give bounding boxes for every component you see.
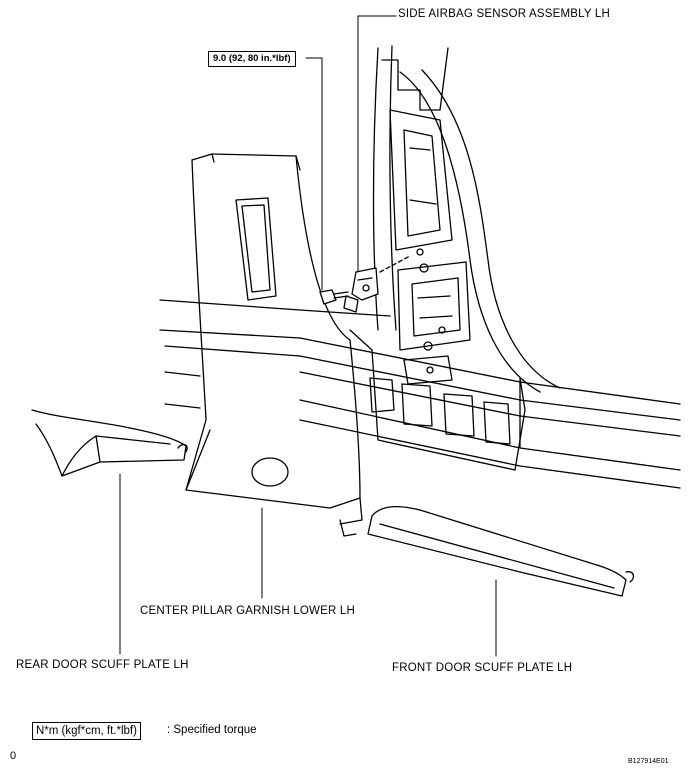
center-pillar-body <box>349 45 561 471</box>
legend-meaning: : Specified torque <box>167 724 257 736</box>
front-door-scuff-plate-label: FRONT DOOR SCUFF PLATE LH <box>392 662 573 674</box>
leader-lines <box>119 15 497 657</box>
side-airbag-sensor-label: SIDE AIRBAG SENSOR ASSEMBLY LH <box>398 8 611 20</box>
body-sill <box>159 299 681 489</box>
torque-spec-box: 9.0 (92, 80 in.*lbf) <box>208 51 296 67</box>
mounting-bolt <box>319 289 349 305</box>
figure-code: B127914E01 <box>628 758 669 765</box>
legend-unit-box: N*m (kgf*cm, ft.*lbf) <box>32 722 141 740</box>
center-pillar-garnish-label: CENTER PILLAR GARNISH LOWER LH <box>140 605 355 617</box>
rear-door-scuff-plate <box>31 409 188 477</box>
front-door-scuff-plate <box>367 505 635 597</box>
rear-door-scuff-plate-label: REAR DOOR SCUFF PLATE LH <box>16 659 189 671</box>
side-airbag-sensor <box>343 267 379 313</box>
center-pillar-garnish <box>185 153 363 537</box>
corner-mark: 0 <box>10 750 17 762</box>
